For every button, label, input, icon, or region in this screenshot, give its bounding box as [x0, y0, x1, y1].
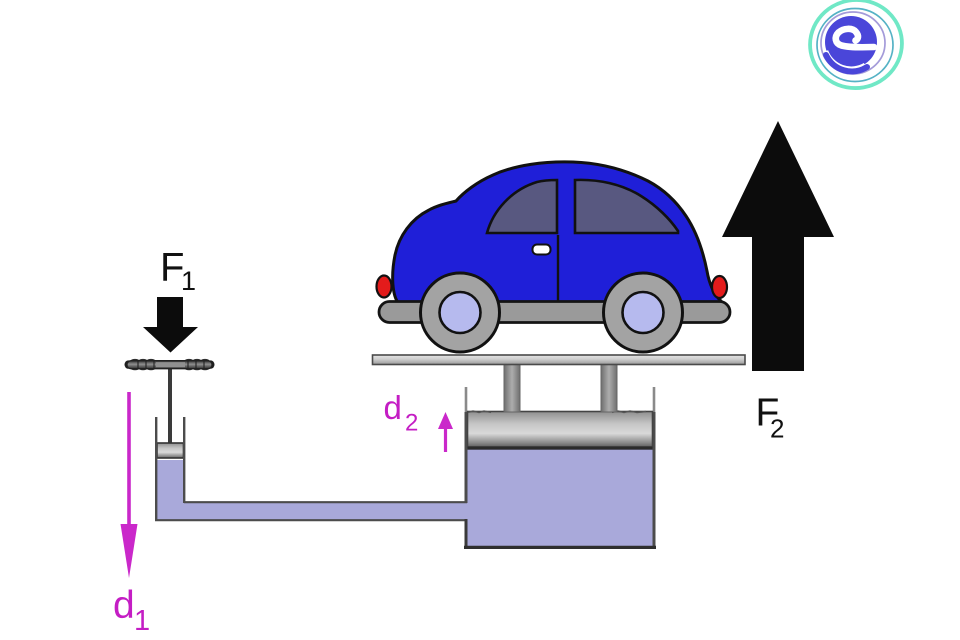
svg-text:2: 2: [770, 414, 784, 444]
svg-text:F: F: [160, 246, 184, 290]
svg-text:1: 1: [181, 266, 196, 296]
svg-text:d: d: [384, 389, 402, 426]
svg-text:F: F: [756, 392, 780, 435]
svg-text:1: 1: [134, 605, 150, 637]
svg-text:2: 2: [405, 410, 418, 437]
svg-text:d: d: [113, 584, 135, 627]
